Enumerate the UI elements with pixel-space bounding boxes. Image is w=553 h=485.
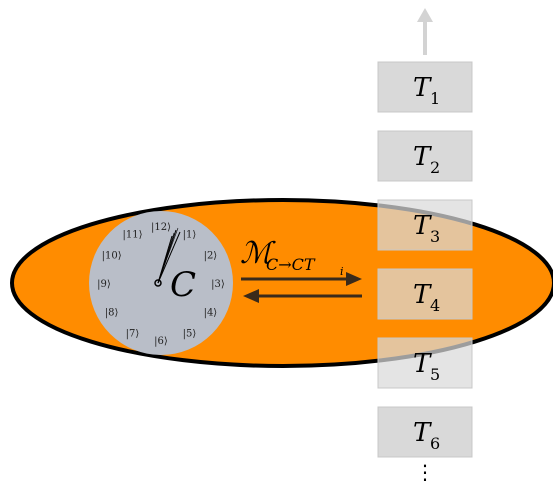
clock-hands <box>157 227 181 284</box>
tape-cell-letter: T <box>413 349 432 379</box>
clock-tick-label: |1⟩ <box>183 230 197 241</box>
clock-tick-label: |9⟩ <box>97 279 111 290</box>
clock-tick-labels: |12⟩ |1⟩ |2⟩ |3⟩ |4⟩ |5⟩ |6⟩ |7⟩ |8⟩ |9⟩ |10⟩|11⟩ <box>97 222 225 347</box>
tape-cell-box <box>377 199 473 251</box>
tape-cell-letter: T <box>413 280 432 310</box>
clock-tick-label: |3⟩ <box>211 279 225 290</box>
clock-tick-label: |6⟩ <box>154 336 168 347</box>
tape-cell-box <box>377 406 473 458</box>
clock-tick-label: |4⟩ <box>204 308 218 319</box>
tape-cell-letter: T <box>413 73 432 103</box>
clock-tick-label: |2⟩ <box>204 251 218 262</box>
tape-cell-box <box>377 268 473 320</box>
tape-ellipsis: ⋮ <box>415 460 435 484</box>
clock-tick-label: |12⟩ <box>151 222 171 233</box>
clock-tick-label: |8⟩ <box>105 308 119 319</box>
map-label: ℳ C→CT i <box>240 236 344 278</box>
up-arrow <box>417 8 433 55</box>
tape-cell-letter: T <box>413 142 432 172</box>
tape-cell-index: 2 <box>430 158 440 177</box>
tape-cell-index: 1 <box>430 89 440 108</box>
tape-cell-box <box>377 337 473 389</box>
tape-cell-index: 3 <box>430 227 440 246</box>
tape-cell-letter: T <box>413 211 432 241</box>
clock-tick-label: |11⟩ <box>123 230 143 241</box>
map-subsubscript: i <box>340 265 344 278</box>
forward-arrow <box>241 272 362 286</box>
clock-tick-label: |10⟩ <box>102 251 122 262</box>
clock-tick-label: |5⟩ <box>183 328 197 339</box>
clock-center <box>154 279 162 287</box>
clock: |12⟩|1⟩|2⟩|3⟩|4⟩|5⟩|6⟩|7⟩|8⟩|9⟩|10⟩|11⟩ … <box>89 211 233 355</box>
tape-cell-index: 6 <box>430 434 440 453</box>
tape-cell-index: 4 <box>430 296 440 315</box>
tape-cell-index: 5 <box>430 365 440 384</box>
tape-cell-letter: T <box>413 418 432 448</box>
backward-arrow <box>243 289 362 303</box>
clock-label: C <box>170 265 196 305</box>
tape-cell-box <box>377 61 473 113</box>
map-symbol: ℳ <box>240 236 276 271</box>
map-subscript: C→CT <box>266 255 316 274</box>
tape-cell-box <box>377 130 473 182</box>
clock-tick-label: |7⟩ <box>126 328 140 339</box>
